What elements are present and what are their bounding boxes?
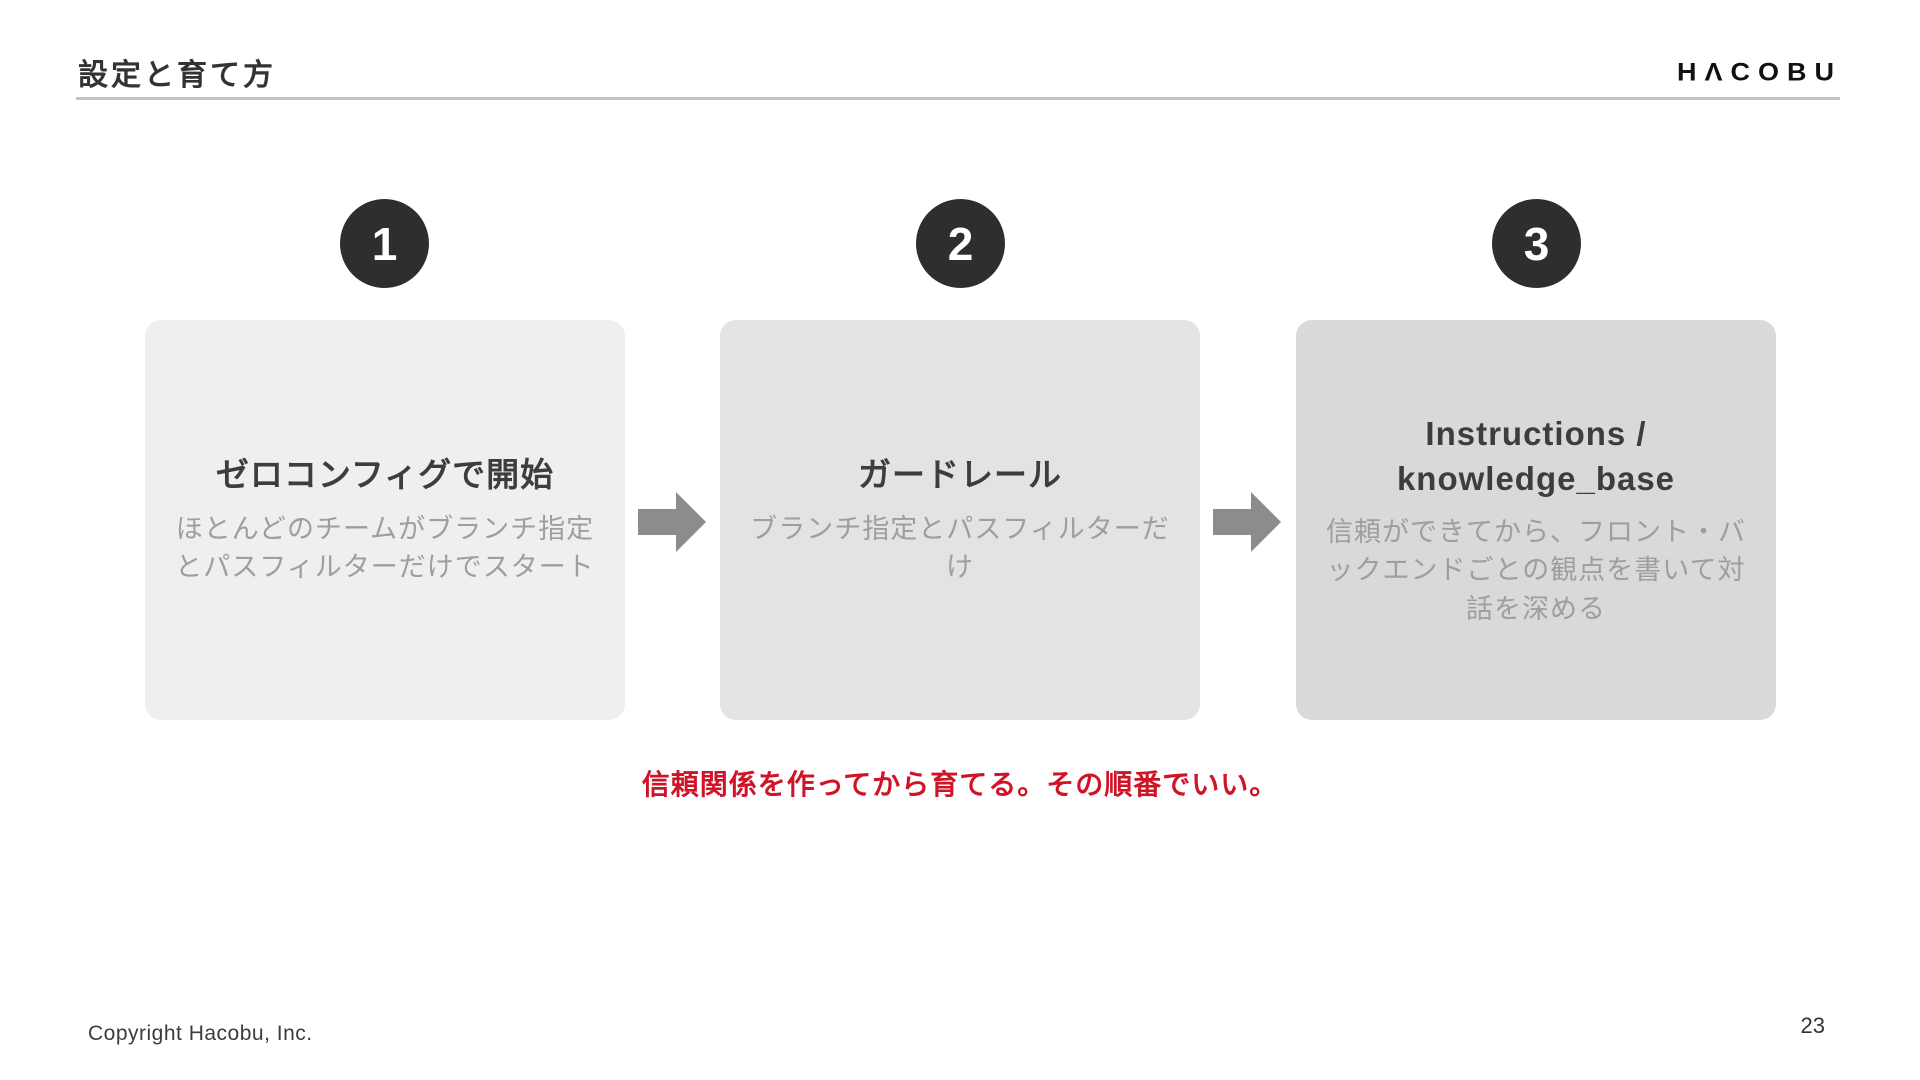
step-number: 3: [1523, 217, 1550, 270]
page-title: 設定と育て方: [78, 59, 276, 92]
page-number: 23: [1800, 1013, 1825, 1038]
step-card-description: ほとんどのチームがブランチ指定とパスフィルターだけでスタート: [175, 513, 595, 583]
step-number: 1: [371, 217, 398, 270]
step-card-zero-config: ゼロコンフィグで開始 ほとんどのチームがブランチ指定とパスフィルターだけでスター…: [145, 320, 625, 720]
header-divider: [76, 97, 1840, 100]
step-card-title: ガードレール: [858, 456, 1062, 494]
copyright-text: Copyright Hacobu, Inc.: [88, 1022, 313, 1045]
emphasis-note: 信頼関係を作ってから育てる。その順番でいい。: [641, 769, 1279, 800]
step-number: 2: [947, 217, 974, 270]
arrow-right-icon: [1213, 492, 1281, 552]
step-card-guardrail: ガードレール ブランチ指定とパスフィルターだけ: [720, 320, 1200, 720]
arrow-right-icon: [638, 492, 706, 552]
step-card-instructions-knowledge-base: Instructions / knowledge_base 信頼ができてから、フ…: [1296, 320, 1776, 720]
hacobu-logo: HΛCOBU: [1676, 58, 1842, 86]
step-card-description: 信頼ができてから、フロント・バックエンドごとの観点を書いて対話を深める: [1326, 517, 1746, 624]
step-card-title: Instructions / knowledge_base: [1396, 414, 1676, 497]
step-card-description: ブランチ指定とパスフィルターだけ: [750, 513, 1170, 583]
step-number-badge: 3: [1492, 199, 1581, 288]
step-number-badge: 2: [916, 199, 1005, 288]
step-number-badge: 1: [340, 199, 429, 288]
step-card-title: ゼロコンフィグで開始: [215, 456, 555, 494]
